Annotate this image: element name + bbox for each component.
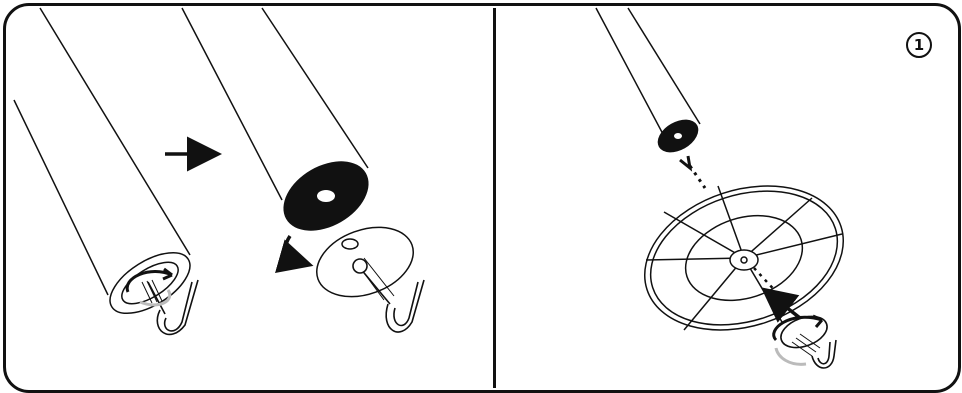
right-panel: [596, 8, 862, 368]
pole-cap-hole: [317, 190, 335, 202]
tip-cap-hole: [674, 133, 682, 139]
hook-bottom: [774, 311, 836, 368]
dotted-arrow-icon: [680, 156, 705, 188]
pole-left: [14, 8, 200, 326]
left-panel: [14, 8, 424, 334]
pole-right-with-cap: [182, 8, 381, 245]
curved-arrow-down-icon: [286, 236, 300, 262]
pole-tip: [596, 8, 704, 159]
step-number-badge: 1: [906, 32, 932, 58]
